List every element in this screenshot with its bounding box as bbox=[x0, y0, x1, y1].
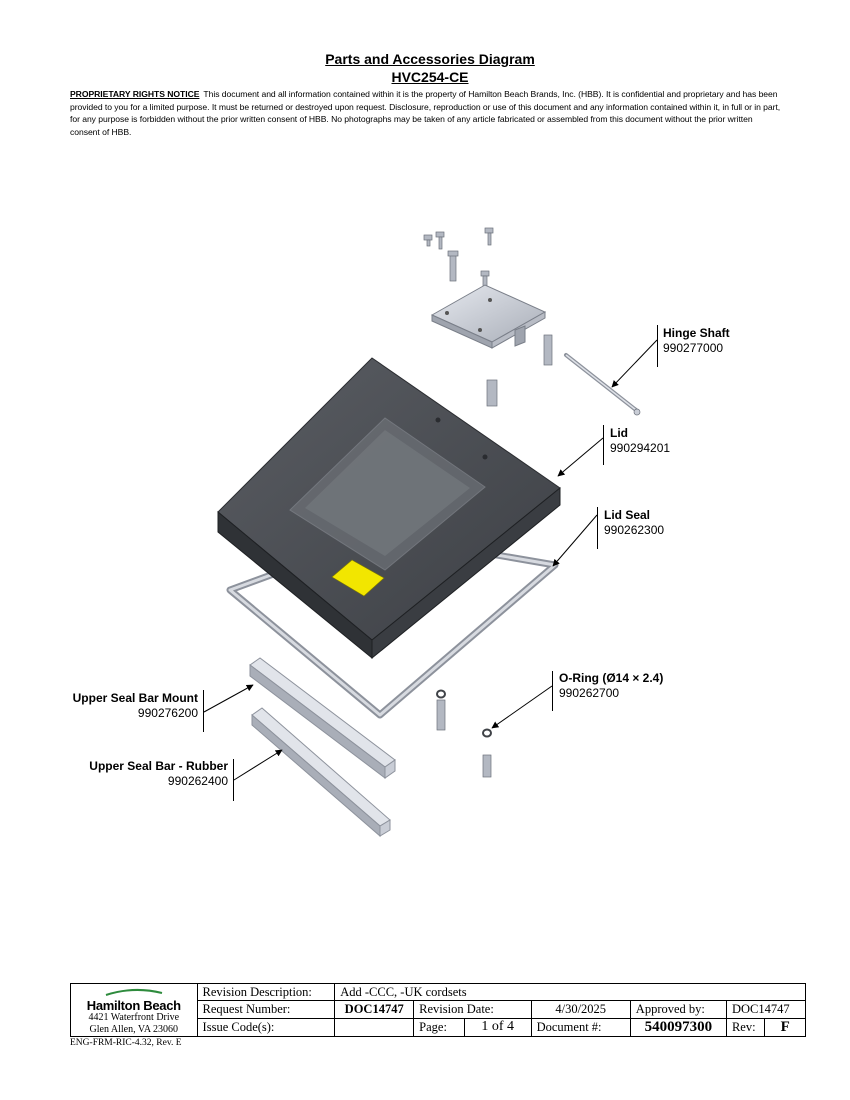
part-number: 990276200 bbox=[137, 706, 198, 720]
approved-by: DOC14747 bbox=[725, 1000, 807, 1019]
part-name: O-Ring (Ø14 × 2.4) bbox=[559, 671, 664, 685]
part-label-hinge-shaft: Hinge Shaft 990277000 bbox=[663, 326, 730, 356]
part-number: 990262700 bbox=[559, 686, 620, 700]
o-rings bbox=[436, 689, 492, 738]
notice-text: This document and all information contai… bbox=[70, 89, 781, 137]
part-label-upper-seal-bar-rubber: Upper Seal Bar - Rubber 990262400 bbox=[40, 759, 228, 789]
pins bbox=[436, 334, 553, 778]
label-bar bbox=[233, 759, 234, 801]
warning-label bbox=[331, 559, 385, 597]
issue-codes bbox=[334, 1017, 415, 1038]
part-name: Hinge Shaft bbox=[663, 326, 730, 340]
part-label-lid-seal: Lid Seal 990262300 bbox=[604, 508, 664, 538]
form-code: ENG-FRM-RIC-4.32, Rev. E bbox=[70, 1038, 182, 1048]
address-line-2: Glen Allen, VA 23060 bbox=[89, 1024, 179, 1035]
rev-value: F bbox=[764, 1017, 806, 1038]
revision-description-label: Revision Description: bbox=[196, 982, 336, 1002]
label-bar bbox=[203, 690, 204, 732]
rev-label: Rev: bbox=[725, 1017, 766, 1038]
company-block: Hamilton Beach 4421 Waterfront Drive Gle… bbox=[70, 983, 198, 1037]
label-bar bbox=[657, 325, 658, 367]
approved-by-label: Approved by: bbox=[629, 1000, 727, 1019]
revision-date-label: Revision Date: bbox=[413, 1000, 532, 1019]
upper-seal-bar-rubber bbox=[251, 707, 391, 838]
part-label-o-ring: O-Ring (Ø14 × 2.4) 990262700 bbox=[559, 671, 663, 701]
lid bbox=[217, 357, 561, 660]
part-number: 990277000 bbox=[663, 341, 724, 355]
hinge-shaft bbox=[564, 353, 641, 416]
request-number: DOC14747 bbox=[334, 1000, 415, 1019]
revision-description: Add -CCC, -UK cordsets bbox=[334, 982, 806, 1002]
page-label: Page: bbox=[413, 1017, 465, 1038]
address-line-1: 4421 Waterfront Drive bbox=[88, 1012, 180, 1023]
label-bar bbox=[552, 671, 553, 711]
document-number: 540097300 bbox=[629, 1017, 727, 1038]
issue-codes-label: Issue Code(s): bbox=[196, 1017, 336, 1038]
title-block: Hamilton Beach 4421 Waterfront Drive Gle… bbox=[70, 982, 807, 1038]
part-label-upper-seal-bar-mount: Upper Seal Bar Mount 990276200 bbox=[40, 691, 198, 721]
company-logo: Hamilton Beach bbox=[86, 998, 181, 1013]
part-name: Upper Seal Bar - Rubber bbox=[89, 759, 228, 773]
part-number: 990262400 bbox=[167, 774, 228, 788]
part-label-lid: Lid 990294201 bbox=[610, 426, 670, 456]
revision-date: 4/30/2025 bbox=[530, 1000, 631, 1019]
label-bar bbox=[603, 425, 604, 465]
label-bar bbox=[597, 507, 598, 549]
part-name: Lid bbox=[610, 426, 628, 440]
upper-seal-bar-mount bbox=[249, 657, 396, 780]
leader-lines bbox=[203, 339, 658, 781]
model-number: HVC254-CE bbox=[391, 69, 469, 85]
notice-heading: PROPRIETARY RIGHTS NOTICE bbox=[70, 89, 200, 99]
hinge-bracket bbox=[430, 284, 547, 349]
top-screws bbox=[423, 227, 494, 287]
page-title: Parts and Accessories Diagram bbox=[325, 51, 535, 67]
page-number: 1 of 4 bbox=[463, 1017, 532, 1038]
request-number-label: Request Number: bbox=[196, 1000, 336, 1019]
part-number: 990262300 bbox=[604, 523, 665, 537]
document-number-label: Document #: bbox=[530, 1017, 631, 1038]
part-number: 990294201 bbox=[610, 441, 671, 455]
part-name: Lid Seal bbox=[604, 508, 651, 522]
logo-swoosh-icon bbox=[105, 989, 163, 996]
part-name: Upper Seal Bar Mount bbox=[72, 691, 198, 705]
